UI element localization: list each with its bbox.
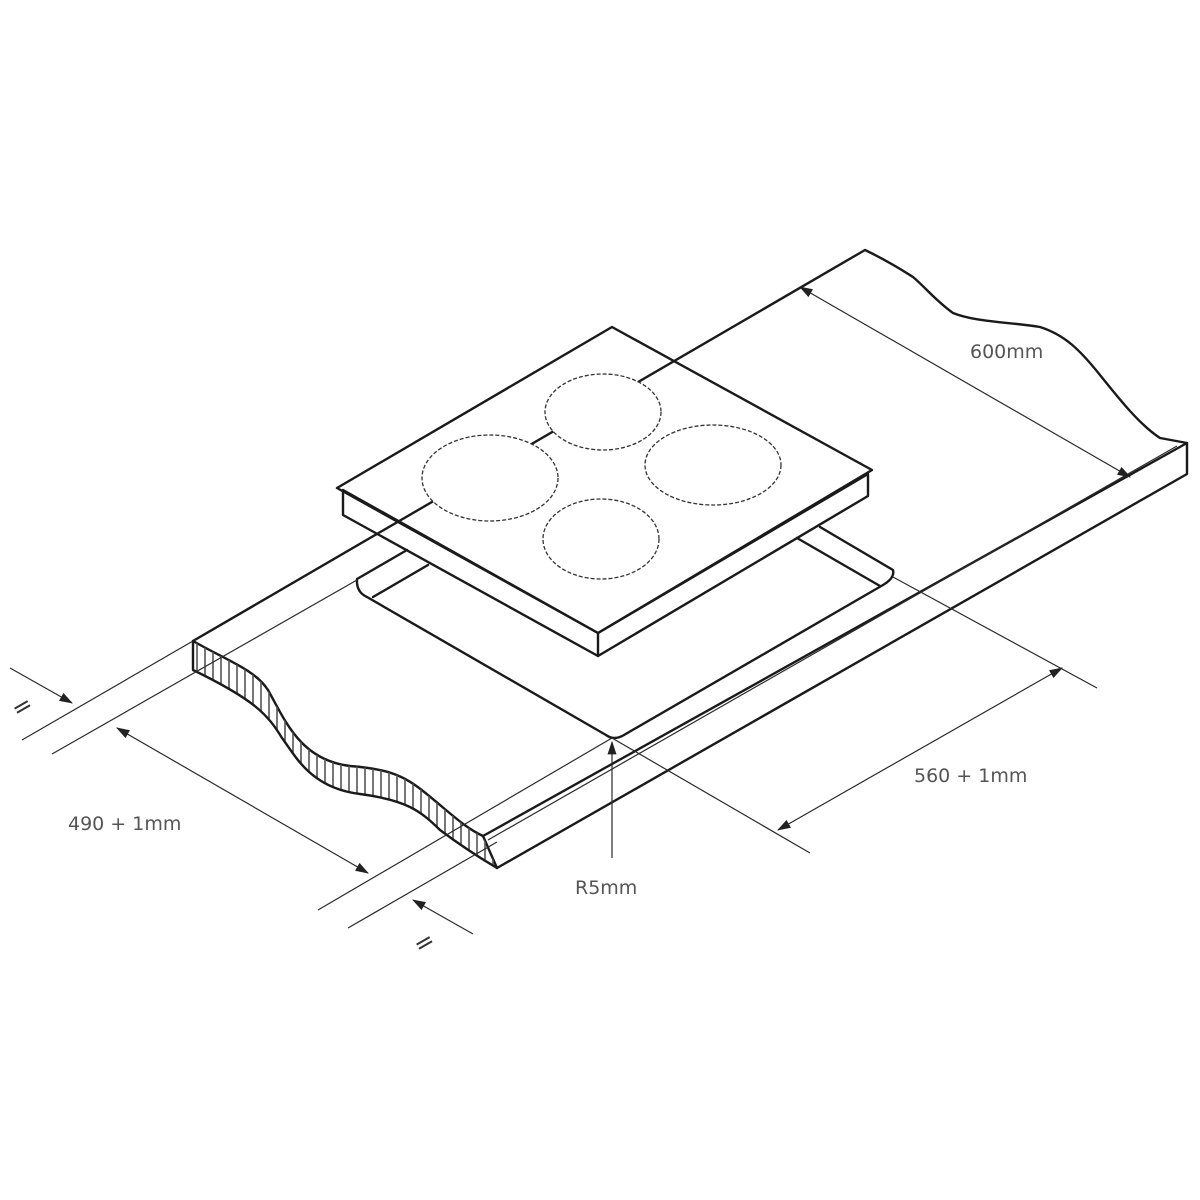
label-490mm: 490 + 1mm xyxy=(68,813,181,835)
dimension-corner-radius: R5mm xyxy=(575,740,637,899)
cooking-zone-front xyxy=(542,498,660,580)
worktop-cutout xyxy=(355,525,895,740)
hob xyxy=(335,325,874,658)
label-560mm: 560 + 1mm xyxy=(914,765,1027,787)
label-r5mm: R5mm xyxy=(575,877,637,899)
cooking-zone-rear xyxy=(544,373,662,451)
worktop-top-face xyxy=(191,248,1189,838)
dimension-worktop-depth: 600mm xyxy=(799,286,1131,478)
cooking-zone-right xyxy=(644,424,782,506)
hob-glass-top xyxy=(335,325,874,635)
label-600mm: 600mm xyxy=(970,341,1043,363)
dimension-cutout-width: 560 + 1mm xyxy=(611,576,1098,854)
cooking-zone-left xyxy=(421,434,559,522)
label-equal-top: = xyxy=(6,689,37,723)
worktop-front-inner-edge xyxy=(487,445,1178,841)
label-equal-bottom: = xyxy=(408,925,439,959)
dimension-cutout-depth: 490 + 1mm = = xyxy=(6,579,613,960)
